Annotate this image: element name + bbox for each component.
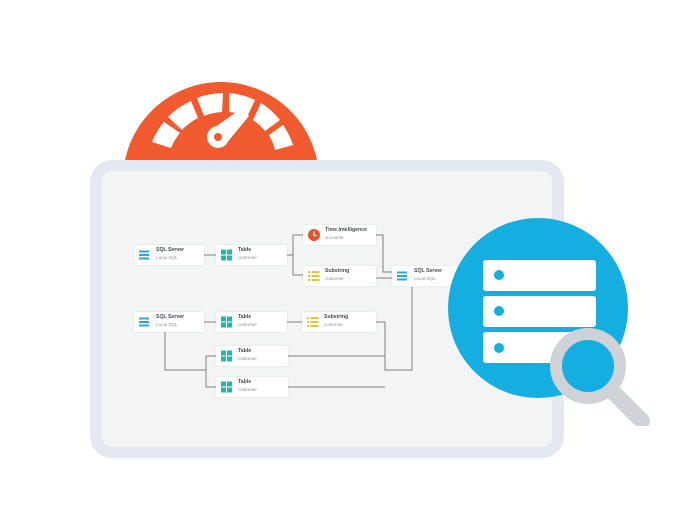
sql-server-icon [397, 271, 407, 281]
node-table-4[interactable]: Table customer [216, 377, 288, 397]
node-title: Table [238, 247, 252, 253]
node-sql-server-destination[interactable]: SQL Server Local SQL [392, 266, 458, 286]
node-table-2[interactable]: Table customer [216, 312, 287, 332]
node-table-1[interactable]: Table customer [216, 245, 287, 265]
table-icon [221, 316, 232, 328]
sql-server-icon [139, 317, 149, 327]
node-sql-server-source-2[interactable]: SQL Server Local SQL [134, 312, 204, 332]
node-subtitle: Local SQL [156, 255, 178, 260]
speedometer-icon [123, 82, 319, 180]
magnifier-icon [550, 328, 650, 426]
node-title: Table [238, 314, 252, 320]
node-subtitle: accounts [325, 235, 344, 240]
node-subtitle: customer [238, 322, 257, 327]
table-icon [221, 350, 232, 362]
node-subtitle: customer [238, 255, 257, 260]
node-sql-server-source-1[interactable]: SQL Server Local SQL [134, 245, 204, 265]
substring-icon [308, 271, 320, 281]
node-title: Substring [324, 314, 349, 320]
node-subtitle: Local SQL [414, 276, 436, 281]
node-time-intelligence[interactable]: Time Intelligence accounts [303, 225, 376, 245]
node-title: Substring [325, 268, 350, 274]
node-subtitle: customer [324, 322, 343, 327]
node-subtitle: customer [238, 387, 257, 392]
node-title: Time Intelligence [325, 227, 367, 233]
node-substring-1[interactable]: Substring customer [303, 266, 376, 286]
node-title: SQL Server [414, 268, 443, 274]
sql-server-icon [139, 250, 149, 260]
node-subtitle: customer [325, 276, 344, 281]
clock-icon [308, 229, 320, 241]
node-title: SQL Server [156, 314, 185, 320]
node-title: SQL Server [156, 247, 185, 253]
node-substring-2[interactable]: Substring customer [302, 312, 376, 332]
node-title: Table [238, 348, 252, 354]
node-subtitle: Local SQL [156, 322, 178, 327]
substring-icon [307, 317, 319, 327]
node-subtitle: customer [238, 356, 257, 361]
table-icon [221, 249, 232, 261]
node-title: Table [238, 379, 252, 385]
node-table-3[interactable]: Table customer [216, 346, 288, 366]
database-server-icon [448, 218, 650, 426]
table-icon [221, 381, 232, 393]
